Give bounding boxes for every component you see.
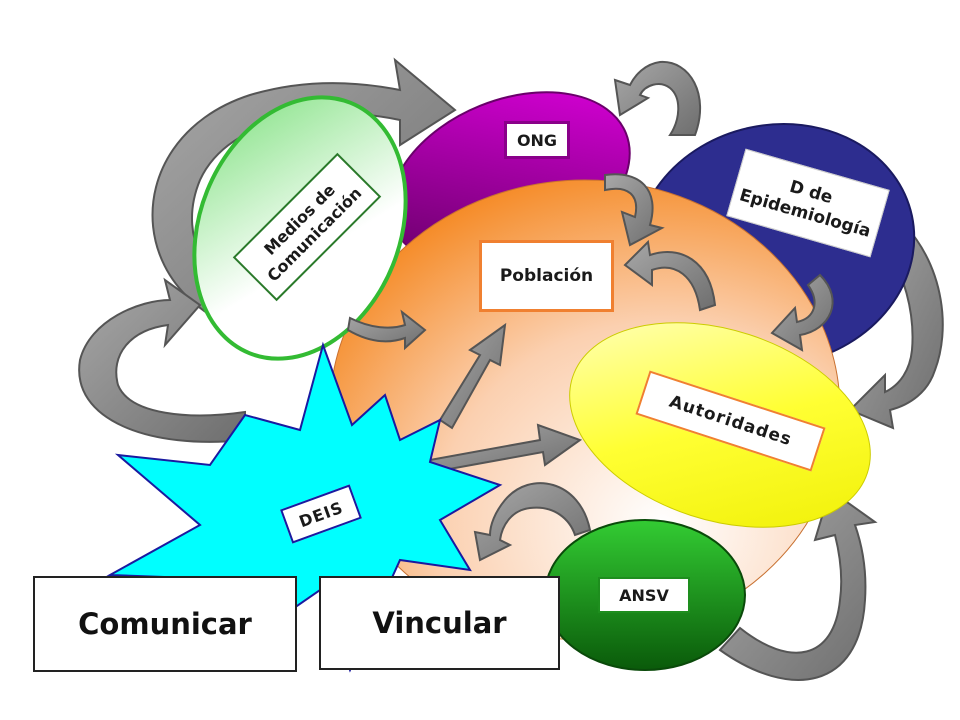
arrow-diagonal-up — [438, 322, 507, 430]
arrow-ong-to-poblacion — [604, 173, 665, 247]
arrow-ansv-to-deis — [473, 482, 592, 562]
arrow-epi-to-autoridades — [770, 273, 834, 352]
ong-label: ONG — [504, 121, 570, 159]
arrow-top-right — [613, 60, 701, 136]
ansv-label: ANSV — [598, 577, 690, 613]
poblacion-label: Población — [479, 240, 614, 312]
arrow-into-poblacion — [623, 239, 717, 312]
arrow-left — [78, 277, 246, 443]
arrow-right — [848, 223, 944, 430]
arrow-top-left — [151, 57, 457, 342]
comunicar-box: Comunicar — [33, 576, 297, 672]
outer-arrows — [78, 57, 944, 681]
vincular-box: Vincular — [319, 576, 560, 670]
arrow-medios-to-poblacion — [346, 309, 427, 351]
arrow-bottom-right — [718, 488, 878, 681]
inner-arrows — [346, 173, 834, 562]
